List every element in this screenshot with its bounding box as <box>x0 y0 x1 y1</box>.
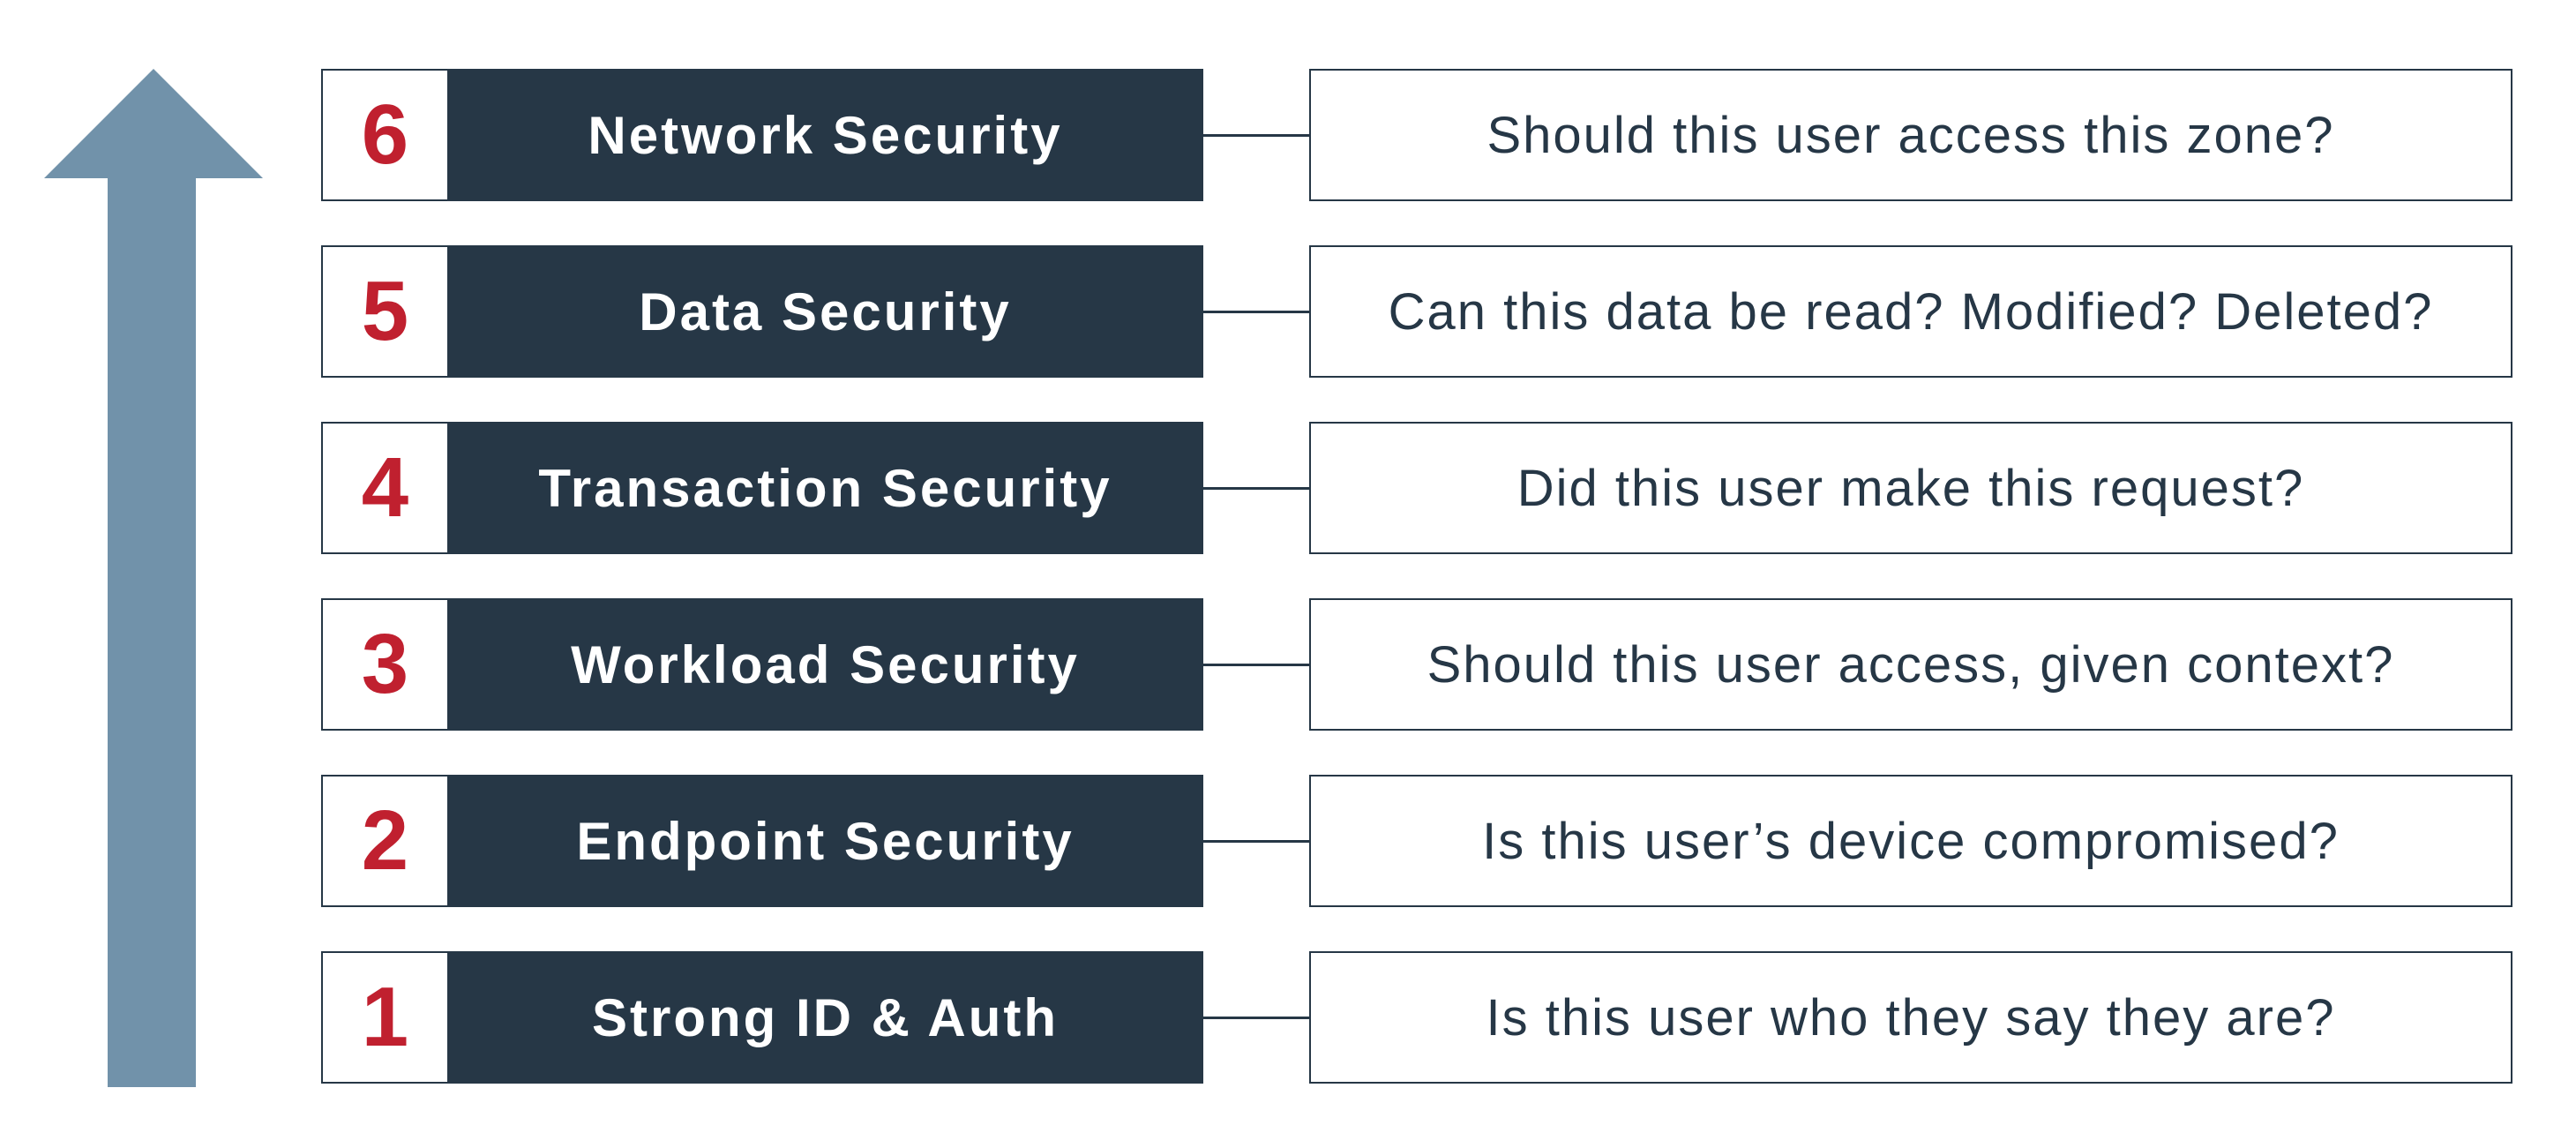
layer-number-box: 3 <box>321 598 447 731</box>
layer-question: Should this user access, given context? <box>1427 635 2395 694</box>
connector-line <box>1203 1017 1309 1019</box>
question-box: Did this user make this request? <box>1309 422 2512 554</box>
layer-name-box: Data Security <box>447 245 1203 378</box>
layer-row-5: 5 Data Security Can this data be read? M… <box>321 245 2512 378</box>
layer-question: Can this data be read? Modified? Deleted… <box>1388 282 2434 341</box>
layer-row-3: 3 Workload Security Should this user acc… <box>321 598 2512 731</box>
layer-question: Is this user who they say they are? <box>1486 988 2336 1047</box>
layer-name-box: Strong ID & Auth <box>447 951 1203 1084</box>
layer-row-1: 1 Strong ID & Auth Is this user who they… <box>321 951 2512 1084</box>
layer-row-6: 6 Network Security Should this user acce… <box>321 69 2512 201</box>
layer-name-box: Transaction Security <box>447 422 1203 554</box>
layer-name: Endpoint Security <box>576 811 1075 871</box>
connector-line <box>1203 664 1309 666</box>
layer-number-box: 6 <box>321 69 447 201</box>
layer-name-box: Endpoint Security <box>447 775 1203 907</box>
question-box: Should this user access, given context? <box>1309 598 2512 731</box>
layer-name-box: Workload Security <box>447 598 1203 731</box>
question-box: Is this user’s device compromised? <box>1309 775 2512 907</box>
layer-name-box: Network Security <box>447 69 1203 201</box>
up-arrow-icon <box>44 69 263 1087</box>
layer-number-box: 4 <box>321 422 447 554</box>
layer-question: Should this user access this zone? <box>1486 106 2335 164</box>
layer-number-box: 1 <box>321 951 447 1084</box>
layer-row-4: 4 Transaction Security Did this user mak… <box>321 422 2512 554</box>
layer-number-box: 2 <box>321 775 447 907</box>
layer-row-2: 2 Endpoint Security Is this user’s devic… <box>321 775 2512 907</box>
layer-question: Did this user make this request? <box>1516 459 2305 517</box>
layer-name: Network Security <box>588 105 1063 165</box>
layer-number: 2 <box>361 793 409 888</box>
layer-number: 6 <box>361 87 409 182</box>
question-box: Is this user who they say they are? <box>1309 951 2512 1084</box>
question-box: Should this user access this zone? <box>1309 69 2512 201</box>
layer-number: 5 <box>361 264 409 358</box>
layer-name: Strong ID & Auth <box>591 987 1060 1047</box>
layer-number: 4 <box>361 440 409 535</box>
layer-name: Transaction Security <box>538 458 1112 518</box>
connector-line <box>1203 134 1309 137</box>
layer-name: Data Security <box>639 281 1012 341</box>
layer-number-box: 5 <box>321 245 447 378</box>
layer-question: Is this user’s device compromised? <box>1482 812 2340 870</box>
layer-name: Workload Security <box>571 634 1080 694</box>
layer-number: 1 <box>361 970 409 1064</box>
question-box: Can this data be read? Modified? Deleted… <box>1309 245 2512 378</box>
connector-line <box>1203 311 1309 313</box>
connector-line <box>1203 840 1309 843</box>
layer-number: 3 <box>361 617 409 711</box>
connector-line <box>1203 487 1309 490</box>
